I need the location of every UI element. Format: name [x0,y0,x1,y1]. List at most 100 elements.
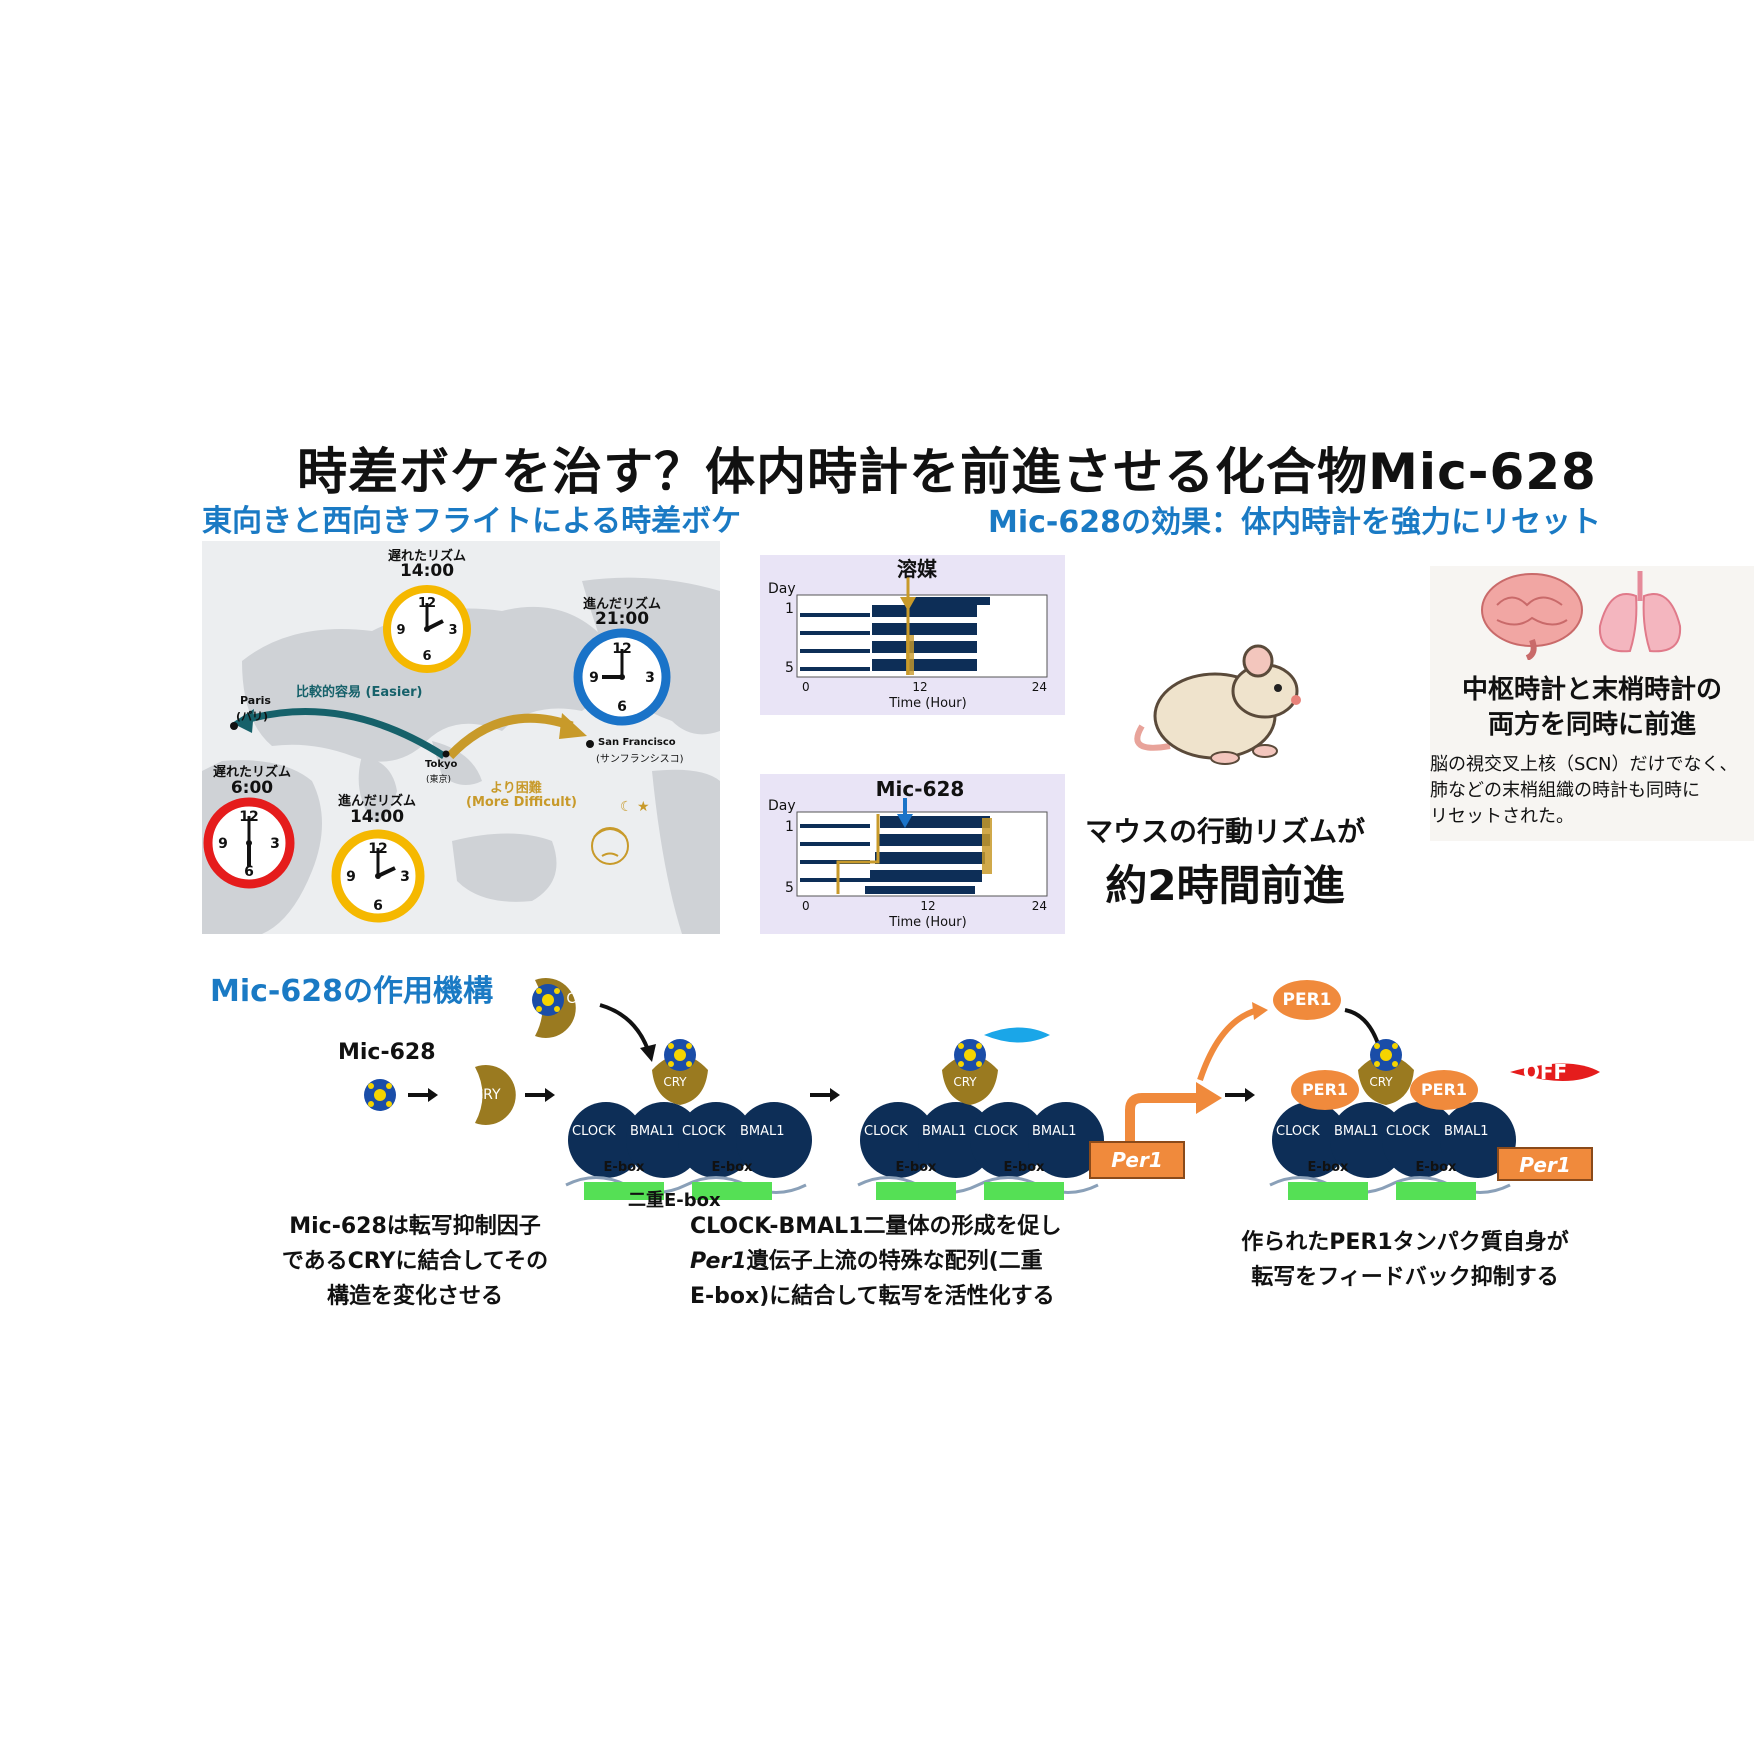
clock-paris-icon: 12 3 6 9 [203,797,295,889]
easier-label: 比較的容易 (Easier) [296,685,423,700]
organs-desc-3: リセットされた。 [1430,806,1574,827]
mic628-day-label: Day [768,798,796,814]
mechanism-diagram [364,978,1600,1200]
clock-label-3a: CLOCK [1276,1124,1320,1139]
on-label: ON [1068,1022,1102,1046]
svg-text:6: 6 [617,699,627,715]
mic628-x-tick-0: 0 [802,899,810,913]
paris-label: Paris [240,694,271,707]
brain-icon [1481,573,1583,660]
sf-label: San Francisco [598,737,676,748]
vehicle-x-tick-24: 24 [1032,680,1047,694]
clock-label-3b: CLOCK [1386,1124,1430,1139]
bmal-label-3b: BMAL1 [1444,1124,1489,1139]
cry-label-complex2: CRY [953,1075,977,1089]
clock-sf-label: 進んだリズム [582,597,661,612]
per1-gene-box-step2 [1089,1141,1185,1179]
bmal-label-3a: BMAL1 [1334,1124,1379,1139]
double-ebox-label: 二重E-box [628,1190,721,1211]
clock-top-time: 14:00 [399,561,455,581]
svg-text:3: 3 [448,623,457,638]
svg-text:9: 9 [396,623,405,638]
clock-top-label: 遅れたリズム [387,549,466,564]
jetlag-heading: 東向きと西向きフライトによる時差ボケ [202,504,742,539]
tokyo-label: Tokyo [425,759,458,770]
per1-protein-label-left: PER1 [1301,1080,1349,1099]
svg-text:9: 9 [218,836,228,852]
clock-label-1b: CLOCK [682,1124,726,1139]
eurasia-landmass [242,606,609,762]
eastward-arrowhead [559,713,587,739]
clock-label-2a: CLOCK [864,1124,908,1139]
clock-top-icon: 12 3 6 9 [383,585,471,673]
vehicle-activity-bars [800,597,990,671]
effect-heading: Mic-628の効果：体内時計を強力にリセット [988,505,1601,540]
ebox-label-3b: E-box [1415,1160,1457,1175]
paris-dot [230,722,238,730]
cry-label-complex1: CRY [663,1075,687,1089]
mouse-icon [1134,644,1301,765]
per1-protein-label-produced: PER1 [1282,990,1332,1010]
mech-mic628-label: Mic-628 [338,1040,436,1065]
mic628-x-axis-label: Time (Hour) [888,915,966,930]
actogram-vehicle: 溶媒 Day 1 5 0 12 24 Time (Hour) [760,555,1065,715]
organs-title-2: 両方を同時に前進 [1487,710,1696,740]
mouse-text-2: 約2時間前進 [1105,861,1345,910]
sf-jp-label: (サンフランシスコ) [596,754,684,765]
cry-label-bound: CRY [566,991,594,1007]
lungs-icon [1598,571,1682,653]
clock-sf-icon: 12 3 6 9 [573,628,671,726]
svg-text:☾ ★: ☾ ★ [620,799,650,815]
south-america-landmass [652,769,720,934]
svg-text:6: 6 [373,898,383,914]
vehicle-day-label: Day [768,581,796,597]
westward-arrowhead [232,709,254,733]
bmal-label-2a: BMAL1 [922,1124,967,1139]
mic628-x-tick-24: 24 [1032,899,1047,913]
svg-text:6: 6 [422,649,431,664]
desc-step3: 作られたPER1タンパク質自身が 転写をフィードバック抑制する [1241,1230,1569,1290]
clock-sf-time: 21:00 [594,609,650,629]
clock-paris-label: 遅れたリズム [212,765,291,780]
per1-gene-box-step3 [1497,1147,1593,1181]
mic628-activity-bars [800,816,990,894]
sf-dot [586,740,594,748]
tokyo-jp-label: (東京) [426,775,452,785]
per1-gene-label-step3: Per1 [1519,1153,1571,1177]
eastward-flight-arrow [446,713,574,760]
ebox-label-2b: E-box [1003,1160,1045,1175]
svg-text:3: 3 [400,869,410,885]
organs-desc-1: 脳の視交叉上核（SCN）だけでなく、 [1430,754,1738,775]
organs-desc: 脳の視交叉上核（SCN）だけでなく、 肺などの末梢組織の時計も同時に リセットさ… [1430,752,1754,830]
india-landmass [358,756,397,822]
cry-protein-step1 [475,1065,516,1125]
clock-label-2b: CLOCK [974,1124,1018,1139]
complex-step1 [564,1100,814,1200]
cry-label-step1: CRY [473,1087,501,1103]
clock-label-1a: CLOCK [572,1124,616,1139]
mic628-molecule-icon [364,1079,396,1111]
page-title: 時差ボケを治す？体内時計を前進させる化合物Mic-628 [297,443,1597,501]
organs-desc-2: 肺などの末梢組織の時計も同時に [1430,780,1700,801]
bmal-label-2b: BMAL1 [1032,1124,1077,1139]
clock-bottom-label: 進んだリズム [337,794,416,809]
svg-text:6: 6 [244,864,254,880]
clock-bottom-time: 14:00 [349,807,405,827]
mic628-x-tick-12: 12 [920,899,935,913]
ebox-label-3a: E-box [1307,1160,1349,1175]
australia-landmass [452,833,557,902]
actogram-mic628: Mic-628 Day 1 5 0 12 24 Time (Hour) [760,774,1065,934]
desc-step1: Mic-628は転写抑制因子 であるCRYに結合してその 構造を変化させる [281,1214,549,1309]
mechanism-heading: Mic-628の作用機構 [210,974,493,1009]
per1-protein-produced [1273,980,1341,1020]
mic628-day-tick-5: 5 [785,880,794,896]
mic628-label: Mic-628 [876,777,965,801]
organs-panel: 中枢時計と末梢時計の 両方を同時に前進 脳の視交叉上核（SCN）だけでなく、 肺… [1430,566,1754,841]
paris-jp-label: (パリ) [236,710,269,723]
vehicle-day-tick-1: 1 [785,601,794,617]
clock-bottom-icon: 12 3 6 9 [331,829,425,923]
vehicle-label: 溶媒 [897,557,938,581]
mic628-day-tick-1: 1 [785,819,794,835]
vehicle-x-tick-12: 12 [912,680,927,694]
per1-protein-label-right: PER1 [1420,1080,1468,1099]
